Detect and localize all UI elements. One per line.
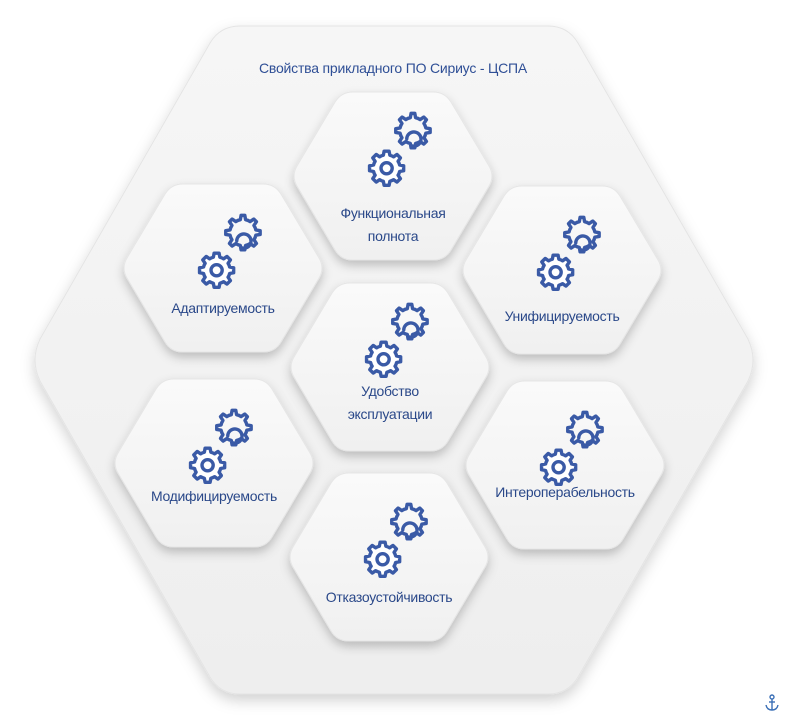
hexagon-label-fault: Отказоустойчивость	[325, 589, 453, 605]
hexagon-modif	[114, 378, 314, 548]
hexagon-label-modif: Модифицируемость	[150, 488, 278, 504]
hexagon-label-unif: Унифицируемость	[504, 308, 620, 324]
hexagon-label-inter: Интероперабельность	[495, 484, 635, 500]
hexagon-label-adapt: Адаптируемость	[171, 300, 275, 316]
hexagon-adapt	[123, 183, 323, 353]
anchor-icon	[765, 694, 779, 711]
hexagon-label-func: Функциональная полнота	[340, 205, 446, 244]
hexagon-fault	[289, 472, 489, 642]
hexagon-unif	[462, 185, 662, 355]
hexagon-label-usab: Удобство эксплуатации	[347, 383, 433, 422]
hexagon-inter	[465, 380, 665, 550]
hexagon-func	[293, 91, 493, 261]
hexagon-usab	[290, 282, 490, 452]
diagram-title: Свойства прикладного ПО Сириус - ЦСПА	[258, 60, 528, 76]
